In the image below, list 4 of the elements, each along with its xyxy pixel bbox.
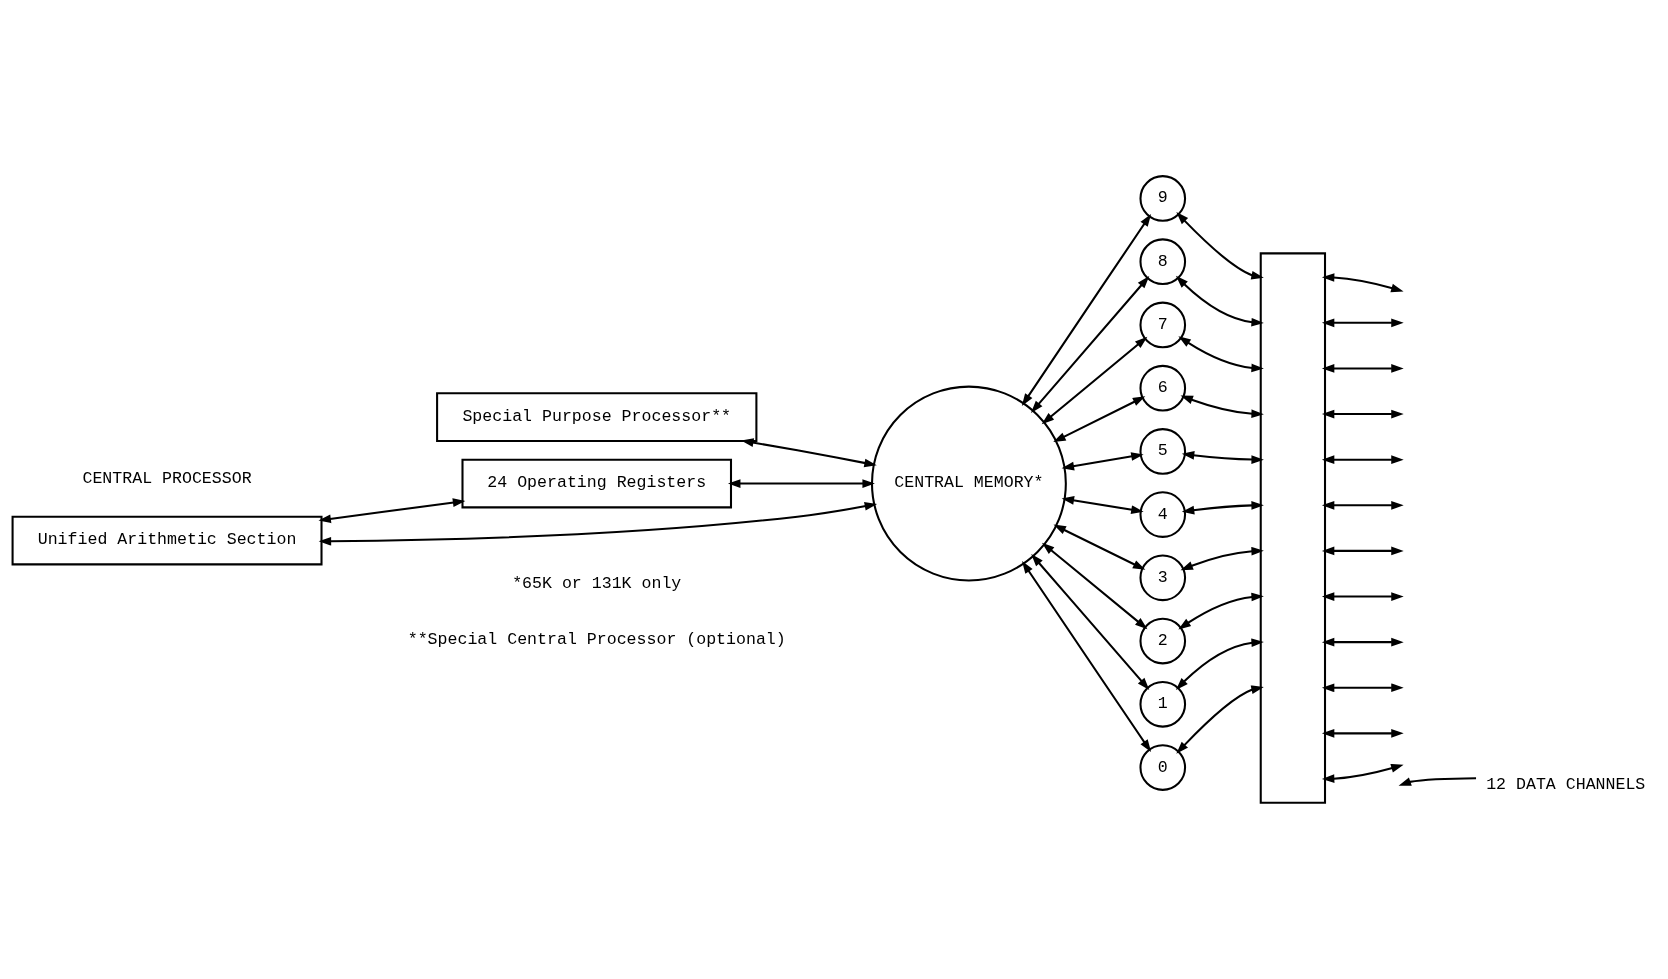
label: *65K or 131K only xyxy=(512,573,682,593)
node-text: 12 DATA CHANNELS xyxy=(1486,774,1646,794)
label: CENTRAL PROCESSOR xyxy=(82,468,252,488)
label: **Special Central Processor (optional) xyxy=(407,629,786,649)
